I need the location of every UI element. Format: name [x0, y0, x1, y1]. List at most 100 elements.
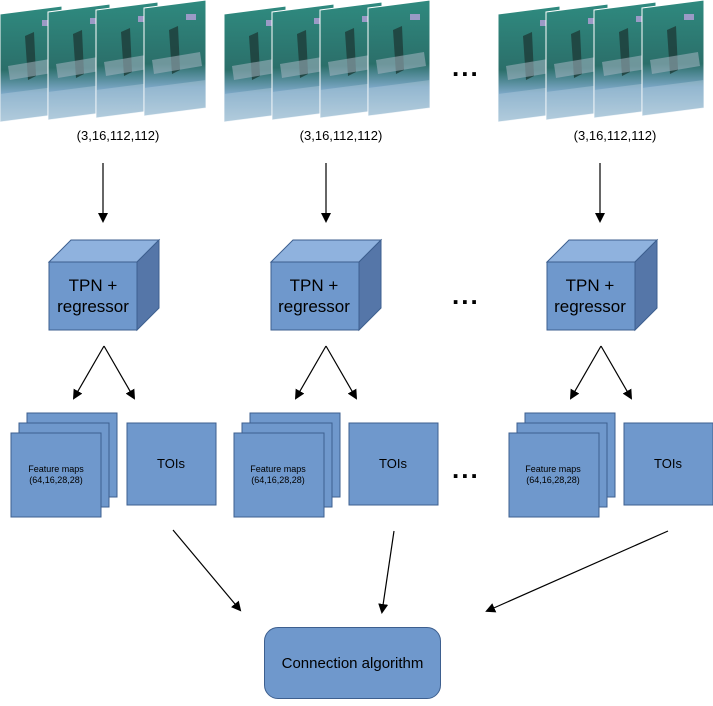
feature-maps-line2: (64,16,28,28): [251, 475, 305, 485]
feature-maps-stack-3: [508, 412, 616, 518]
frame-highlight: [602, 54, 652, 76]
frame-logo: [684, 14, 694, 20]
ellipsis-frames: ...: [452, 52, 480, 82]
tpn-label-line1: TPN +: [565, 276, 615, 295]
video-frames-layer: [0, 0, 705, 123]
cube-front: [546, 261, 636, 331]
tpn-label-line2: regressor: [554, 297, 626, 316]
cube-front: [48, 261, 138, 331]
frame-logo: [636, 16, 646, 22]
feature-maps-line2: (64,16,28,28): [526, 475, 580, 485]
clip-shape-label-2: (3,16,112,112): [299, 128, 383, 143]
tois-label-1: TOIs: [157, 456, 185, 471]
tpn-cube-1: [47, 238, 161, 332]
frame-floor: [48, 84, 110, 120]
tpn-label-line1: TPN +: [289, 276, 339, 295]
arrow-tpn-3-right: [600, 345, 632, 400]
tpn-label-line2: regressor: [278, 297, 350, 316]
frame-highlight: [232, 58, 282, 80]
frame-floor: [368, 80, 430, 116]
frame-floor: [642, 80, 704, 116]
feature-maps-label-1: Feature maps (64,16,28,28): [12, 464, 100, 486]
feature-maps-stack-1: [10, 412, 118, 518]
frame-highlight: [104, 54, 154, 76]
feature-maps-line2: (64,16,28,28): [29, 475, 83, 485]
arrow-tpn-1-right: [103, 345, 135, 400]
video-frame: [47, 3, 111, 121]
arrow-tpn-3-left: [570, 345, 602, 400]
arrow-tpn-2-left: [295, 345, 327, 400]
feature-map-sheet: [233, 432, 325, 518]
feature-maps-line1: Feature maps: [525, 464, 581, 474]
tois-label-3: TOIs: [654, 456, 682, 471]
video-frame: [319, 1, 383, 119]
frame-floor: [498, 86, 560, 122]
frame-highlight: [376, 52, 426, 74]
video-frame: [95, 1, 159, 119]
frame-floor: [0, 86, 62, 122]
frame-highlight: [280, 56, 330, 78]
frame-highlight: [56, 56, 106, 78]
frame-highlight: [8, 58, 58, 80]
ellipsis-outputs: ...: [452, 454, 480, 484]
frame-floor: [594, 82, 656, 118]
frame-highlight: [328, 54, 378, 76]
frame-highlight: [554, 56, 604, 78]
connection-algorithm-box: Connection algorithm: [264, 627, 441, 699]
tois-box-1: [126, 422, 217, 506]
video-frame: [0, 5, 63, 123]
frame-logo: [266, 20, 276, 26]
tpn-label-line1: TPN +: [68, 276, 118, 295]
frame-floor: [96, 82, 158, 118]
frame-logo: [410, 14, 420, 20]
video-frame: [271, 3, 335, 121]
frame-logo: [186, 14, 196, 20]
tpn-label-line2: regressor: [57, 297, 129, 316]
clip-shape-label-1: (3,16,112,112): [76, 128, 160, 143]
tpn-regressor-label-3: TPN + regressor: [547, 275, 633, 317]
video-frame: [545, 3, 609, 121]
frame-highlight: [506, 58, 556, 80]
frame-highlight: [152, 52, 202, 74]
video-frame: [367, 0, 431, 117]
tois-box-3: [623, 422, 713, 506]
tpn-cube-2: [269, 238, 383, 332]
ellipsis-tpn: ...: [452, 280, 480, 310]
frame-floor: [320, 82, 382, 118]
frame-floor: [144, 80, 206, 116]
video-frame: [497, 5, 561, 123]
arrows-layer: [73, 163, 669, 614]
feature-map-sheet: [508, 432, 600, 518]
tpn-cube-3: [545, 238, 659, 332]
video-frame: [143, 0, 207, 117]
frame-floor: [224, 86, 286, 122]
feature-maps-label-2: Feature maps (64,16,28,28): [234, 464, 322, 486]
frame-logo: [540, 20, 550, 26]
arrow-tpn-2-right: [325, 345, 357, 400]
frame-logo: [588, 18, 598, 24]
frame-floor: [546, 84, 608, 120]
cube-front: [270, 261, 360, 331]
frame-highlight: [650, 52, 700, 74]
tpn-regressor-label-2: TPN + regressor: [271, 275, 357, 317]
feature-maps-line1: Feature maps: [28, 464, 84, 474]
video-frame: [641, 0, 705, 117]
arrow-to-connection-2: [378, 530, 395, 614]
tois-label-2: TOIs: [379, 456, 407, 471]
frame-floor: [272, 84, 334, 120]
clip-shape-label-3: (3,16,112,112): [573, 128, 657, 143]
frame-logo: [42, 20, 52, 26]
frame-logo: [362, 16, 372, 22]
feature-maps-stack-2: [233, 412, 341, 518]
tois-box-2: [348, 422, 439, 506]
connection-algorithm-label: Connection algorithm: [281, 654, 424, 672]
tpn-regressor-label-1: TPN + regressor: [50, 275, 136, 317]
feature-maps-label-3: Feature maps (64,16,28,28): [509, 464, 597, 486]
frame-logo: [138, 16, 148, 22]
frame-logo: [314, 18, 324, 24]
frame-logo: [90, 18, 100, 24]
feature-maps-line1: Feature maps: [250, 464, 306, 474]
feature-map-sheet: [10, 432, 102, 518]
